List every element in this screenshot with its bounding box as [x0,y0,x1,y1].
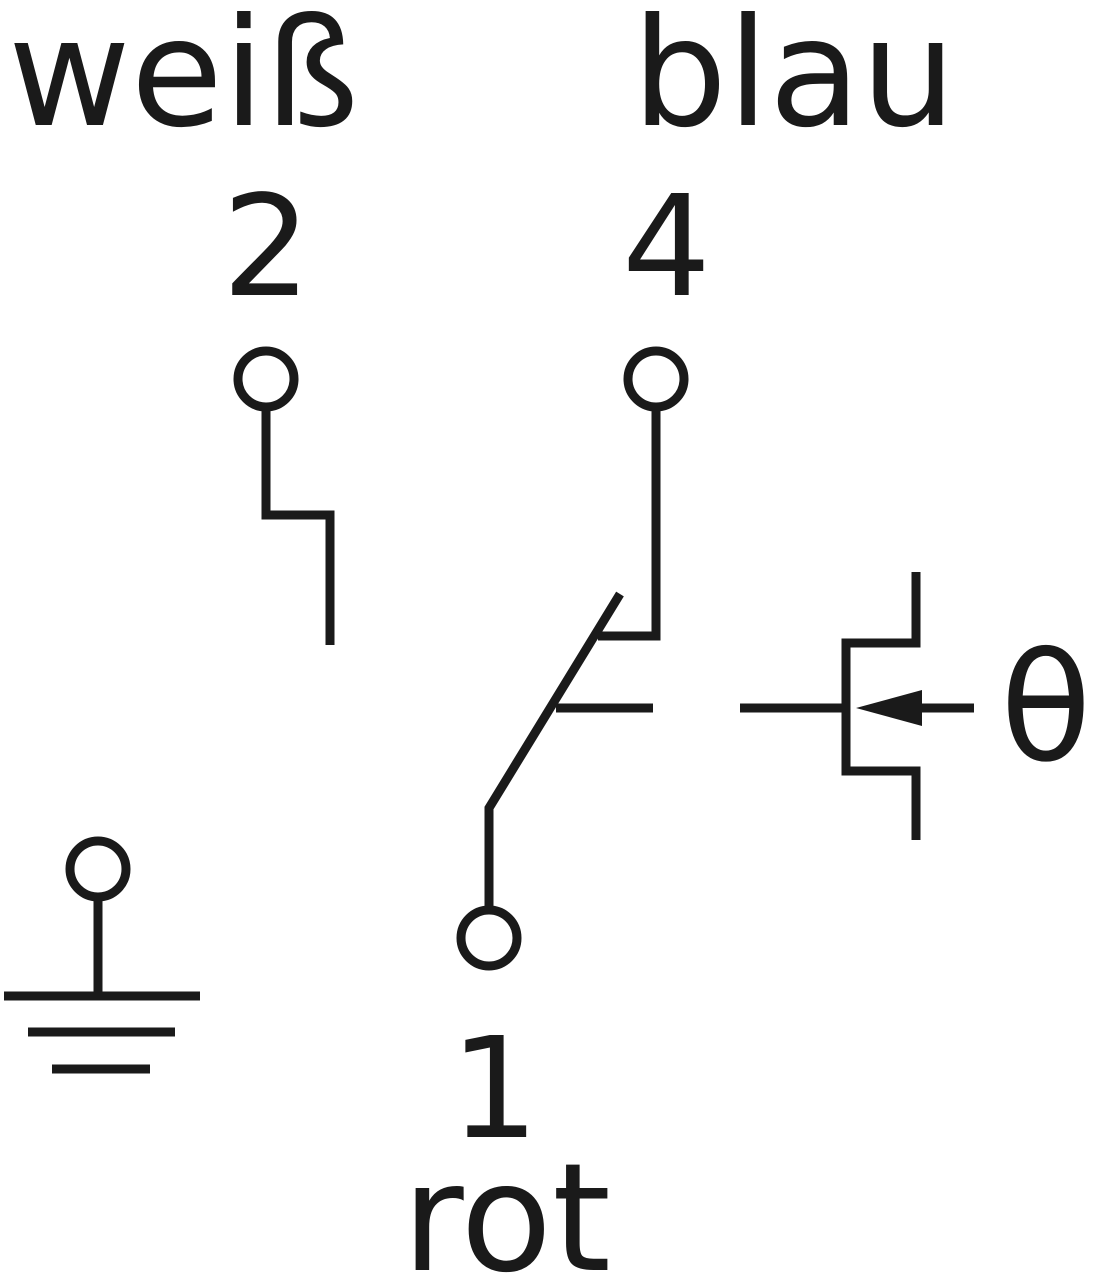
terminal-1-color-label: rot [402,1132,611,1280]
terminal-2-number: 2 [222,166,311,329]
thermal-actuator: θ [740,572,1092,840]
actuator-arrowhead [856,690,922,726]
switch-blade [484,591,624,910]
terminal-2-circle [233,346,299,412]
ground-terminal [4,836,200,1074]
terminal-4-color-label: blau [632,0,956,161]
terminal-4-number: 4 [622,166,711,329]
switch-contact [484,591,653,910]
terminal-1-circle [456,905,522,971]
terminal-4-circle [623,346,689,412]
actuator-bracket [841,572,921,840]
terminal-2-wire [261,407,335,645]
ground-terminal-circle [65,836,131,902]
terminal-2-color-label: weiß [8,0,359,161]
terminal-4-wire [598,407,661,641]
theta-symbol: θ [1000,622,1092,796]
terminal-1 [456,905,522,971]
terminal-1-number: 1 [450,1008,539,1171]
terminal-2 [233,346,335,645]
terminal-4 [598,346,689,641]
